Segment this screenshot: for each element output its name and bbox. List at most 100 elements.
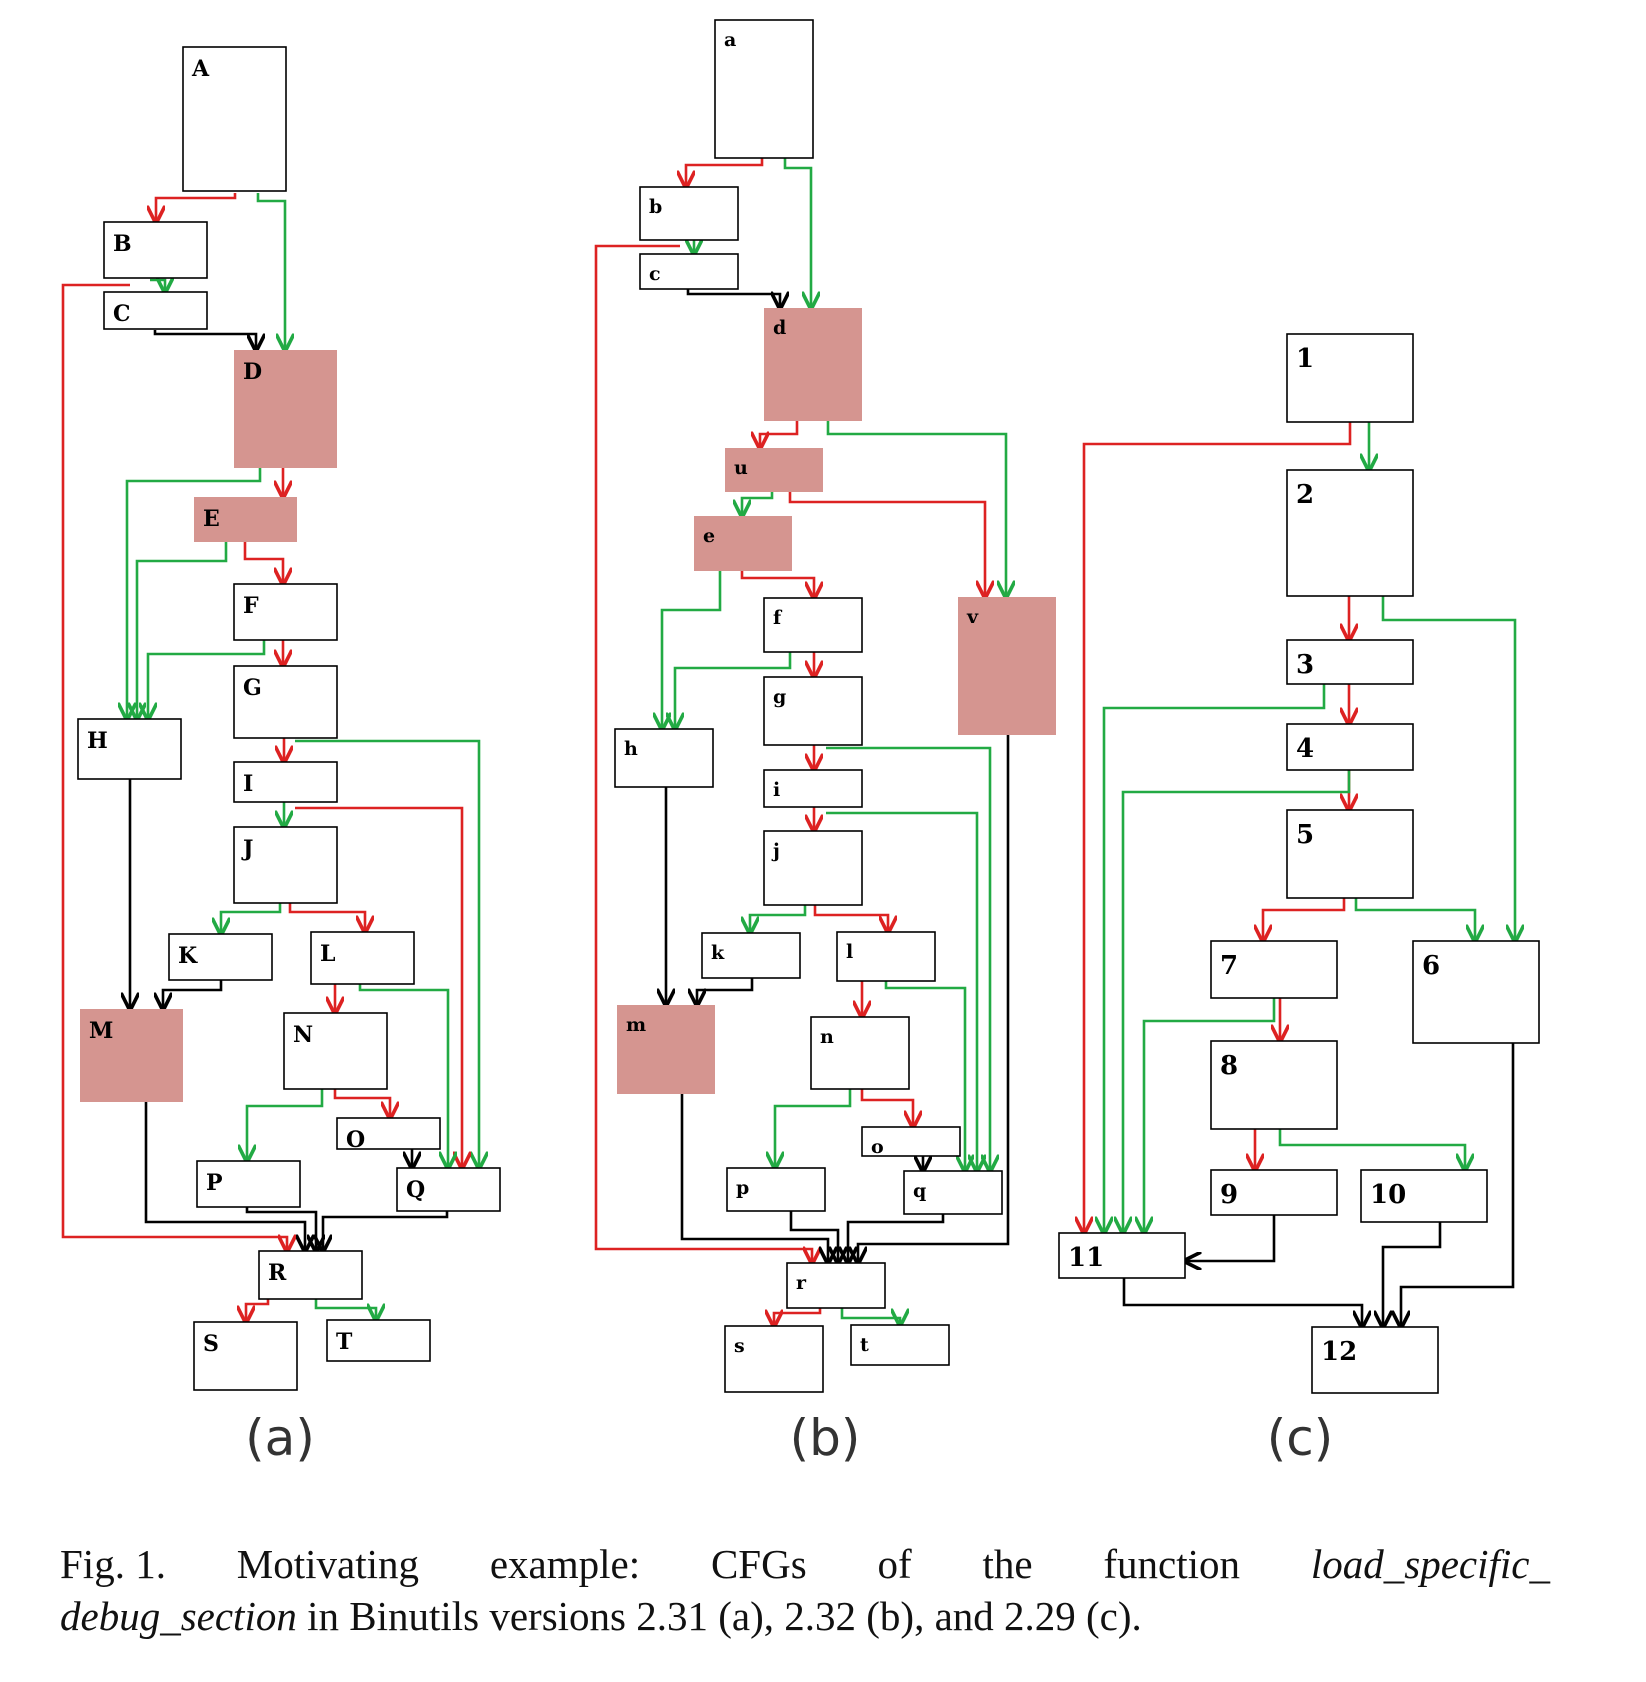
cfg-node-Q: Q xyxy=(396,1167,501,1212)
false-edge xyxy=(686,158,764,187)
cfg-node-label: M xyxy=(89,1018,113,1044)
cfg-node-label: 8 xyxy=(1220,1051,1238,1081)
fallthrough-edge xyxy=(680,1094,828,1263)
cfg-node-label: L xyxy=(320,941,335,967)
cfg-node-label: c xyxy=(649,263,661,285)
cfg-node-box xyxy=(196,1160,301,1208)
cfg-node-box xyxy=(726,1167,826,1212)
subfigure-label: (a) xyxy=(245,1409,315,1467)
fallthrough-edge xyxy=(323,1211,449,1251)
cfg-node-label: E xyxy=(203,506,220,532)
true-edge xyxy=(1123,770,1351,1233)
cfg-node-J: J xyxy=(233,826,338,904)
cfg-node-label: P xyxy=(206,1170,223,1196)
cfg-node-box xyxy=(233,826,338,904)
cfg-node-box xyxy=(763,830,863,906)
fallthrough-edge xyxy=(163,980,223,1009)
cfg-node-a: a xyxy=(714,19,814,159)
false-edge xyxy=(813,905,888,932)
true-edge xyxy=(783,158,811,308)
cfg-node-box xyxy=(617,1005,715,1094)
cfg-node-L: L xyxy=(310,931,415,985)
cfg-node-box xyxy=(614,728,714,788)
cfg-node-l: l xyxy=(836,931,936,982)
cfg-node-6: 6 xyxy=(1412,940,1540,1044)
cfg-node-label: v xyxy=(966,606,979,628)
cfg-node-d: d xyxy=(764,308,862,421)
cfg-node-i: i xyxy=(763,769,863,808)
cfg-node-box xyxy=(850,1324,950,1366)
true-edge xyxy=(358,984,448,1168)
false-edge xyxy=(1084,422,1352,1233)
cfg-node-label: 6 xyxy=(1422,951,1440,981)
cfg-node-box xyxy=(1412,940,1540,1044)
cfg-node-box xyxy=(903,1170,1003,1215)
cfg-node-box xyxy=(958,597,1056,735)
cfg-node-label: m xyxy=(626,1014,646,1036)
cfg-node-5: 5 xyxy=(1286,809,1414,899)
cfg-node-box xyxy=(1286,333,1414,423)
cfg-node-I: I xyxy=(233,761,338,803)
true-edge xyxy=(221,903,282,934)
cfg-node-label: t xyxy=(860,1334,869,1356)
cfg-node-label: a xyxy=(724,29,736,51)
cfg-node-o: o xyxy=(861,1126,961,1158)
cfg-node-box xyxy=(786,1262,886,1309)
cfg-node-O: O xyxy=(336,1117,441,1153)
cfg-node-box xyxy=(764,308,862,421)
fallthrough-edge xyxy=(1383,1222,1442,1327)
cfg-node-box xyxy=(724,1325,824,1393)
false-edge xyxy=(740,571,814,598)
cfg-node-box xyxy=(103,221,208,279)
cfg-node-q: q xyxy=(903,1170,1003,1215)
fallthrough-edge xyxy=(858,735,1010,1263)
true-edge xyxy=(662,571,722,729)
cfg-node-e: e xyxy=(694,516,792,571)
false-edge xyxy=(246,1299,270,1322)
cfg-node-u: u xyxy=(725,448,823,492)
cfg-node-label: u xyxy=(734,457,748,479)
cfg-node-label: b xyxy=(649,196,662,218)
cfg-node-label: H xyxy=(87,728,108,754)
true-edge xyxy=(826,746,990,1171)
fallthrough-edge xyxy=(789,1211,838,1263)
cfg-node-3: 3 xyxy=(1286,639,1414,685)
cfg-node-label: f xyxy=(773,607,783,629)
true-edge xyxy=(675,652,792,729)
cfg-node-box xyxy=(182,46,287,192)
subfigure-label: (c) xyxy=(1267,1409,1334,1467)
cfg-node-box xyxy=(103,291,208,330)
cfg-node-f: f xyxy=(763,597,863,653)
caption-line-2: debug_section in Binutils versions 2.31 … xyxy=(60,1590,1550,1642)
false-edge xyxy=(288,903,365,932)
caption-word: Motivating xyxy=(236,1541,419,1587)
fallthrough-edge xyxy=(848,1214,945,1263)
cfg-node-box xyxy=(861,1126,961,1157)
cfg-node-label: 9 xyxy=(1220,1180,1238,1210)
cfg-node-box xyxy=(639,253,739,290)
subfigure-labels: (a) (b) (c) xyxy=(245,1409,1333,1467)
cfg-node-K: K xyxy=(168,933,273,981)
subfigure-label: (b) xyxy=(790,1409,861,1467)
cfg-node-label: h xyxy=(624,738,638,760)
cfg-node-8: 8 xyxy=(1210,1040,1338,1130)
cfg-node-D: D xyxy=(234,350,337,468)
false-edge xyxy=(760,421,799,448)
cfg-node-label: g xyxy=(773,686,786,708)
fallthrough-edge xyxy=(686,289,780,308)
cfg-node-S: S xyxy=(193,1321,298,1391)
cfg-node-T: T xyxy=(326,1319,431,1362)
cfg-node-label: d xyxy=(773,317,786,339)
cfg-node-9: 9 xyxy=(1210,1169,1338,1216)
cfg-node-label: I xyxy=(243,771,253,797)
cfg-node-label: C xyxy=(113,301,131,327)
cfg-node-G: G xyxy=(233,665,338,739)
cfg-node-2: 2 xyxy=(1286,469,1414,597)
cfg-node-1: 1 xyxy=(1286,333,1414,423)
caption-word: the xyxy=(982,1541,1033,1587)
cfg-node-n: n xyxy=(810,1016,910,1090)
cfg-node-label: J xyxy=(241,836,253,862)
fallthrough-edge xyxy=(245,1207,316,1251)
cfg-node-label: 2 xyxy=(1296,480,1314,510)
false-edge xyxy=(774,1308,822,1326)
